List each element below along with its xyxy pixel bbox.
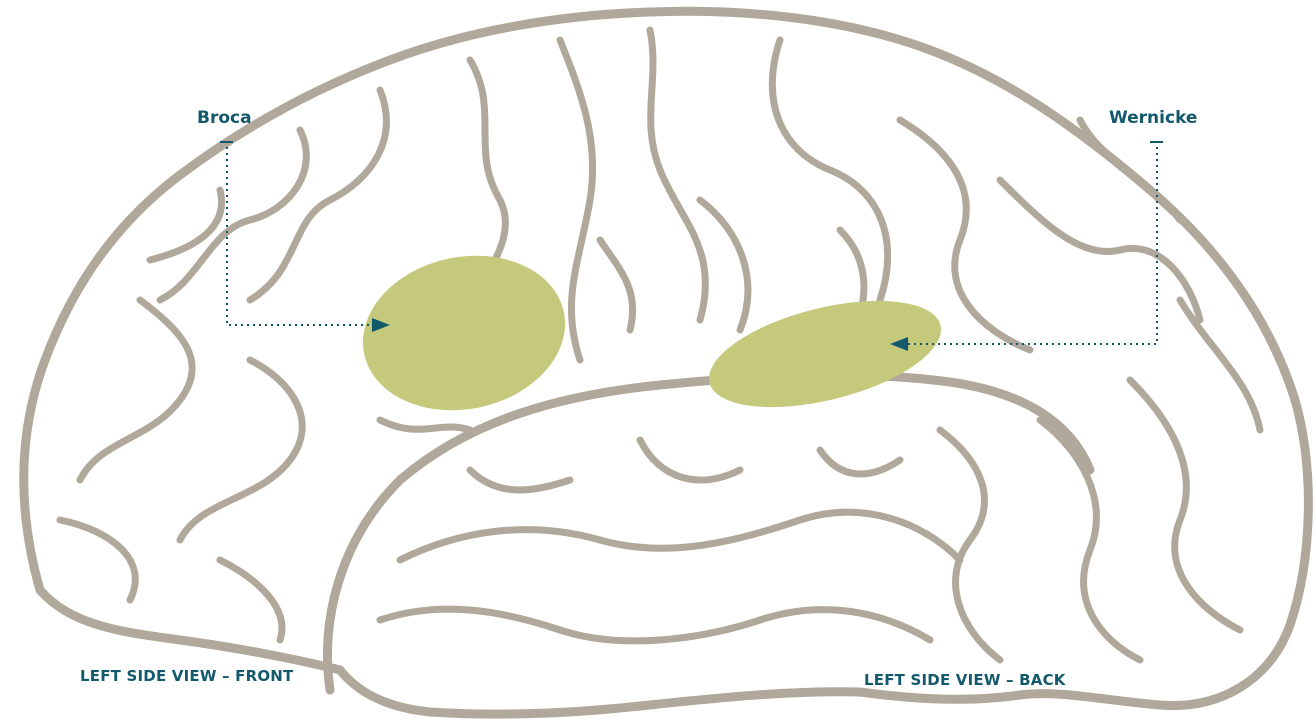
view-front-label: LEFT SIDE VIEW – FRONT bbox=[80, 669, 293, 684]
view-back-label: LEFT SIDE VIEW – BACK bbox=[864, 673, 1066, 688]
broca-label: Broca bbox=[197, 110, 252, 127]
wernicke-label: Wernicke bbox=[1109, 110, 1197, 127]
